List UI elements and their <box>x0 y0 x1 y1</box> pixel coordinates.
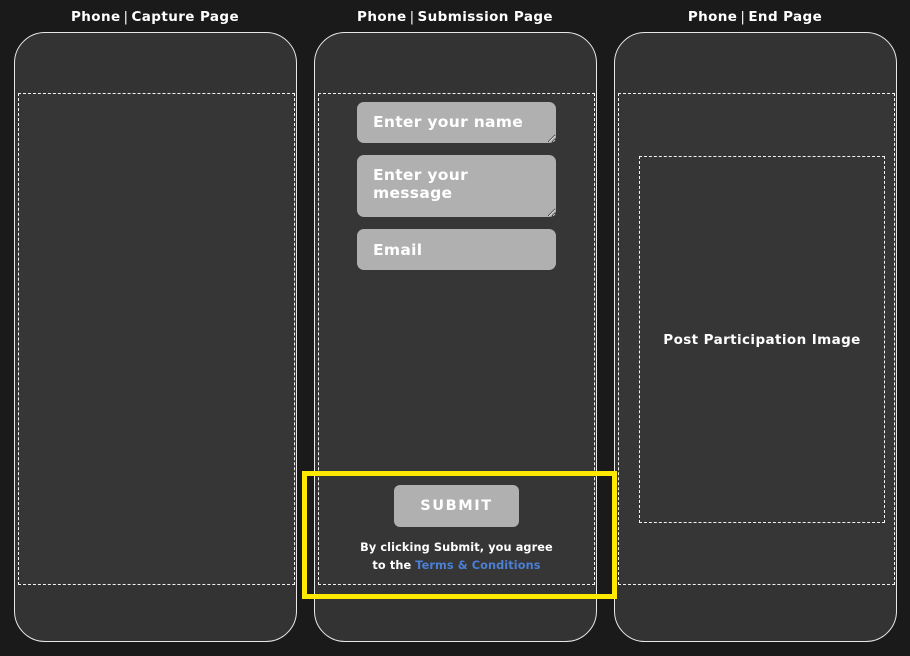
phone-screen-submission: SUBMIT By clicking Submit, you agree to … <box>318 93 595 585</box>
phone-column-end: Phone|End Page Post Participation Image <box>610 0 900 656</box>
email-input[interactable] <box>357 229 556 270</box>
phone-screen-capture <box>18 93 295 585</box>
phone-column-capture: Phone|Capture Page <box>10 0 300 656</box>
phone-header-title: End Page <box>748 9 823 25</box>
form-spacer <box>357 270 556 485</box>
phone-header-title: Capture Page <box>131 9 240 25</box>
phone-header-end: Phone|End Page <box>610 9 900 25</box>
terms-disclaimer: By clicking Submit, you agree to the Ter… <box>357 539 556 574</box>
phone-screen-end: Post Participation Image <box>618 93 895 585</box>
name-input[interactable] <box>357 102 556 143</box>
phone-header-separator: | <box>123 9 129 25</box>
phone-header-prefix: Phone <box>70 9 121 25</box>
post-participation-image-label: Post Participation Image <box>663 331 861 348</box>
phone-header-title: Submission Page <box>417 9 553 25</box>
phone-frame-capture <box>14 32 297 642</box>
phone-frame-end: Post Participation Image <box>614 32 897 642</box>
phone-header-capture: Phone|Capture Page <box>10 9 300 25</box>
message-input[interactable] <box>357 155 556 217</box>
post-participation-image-placeholder: Post Participation Image <box>639 156 885 523</box>
phone-frame-submission: SUBMIT By clicking Submit, you agree to … <box>302 32 617 642</box>
phone-header-prefix: Phone <box>357 9 407 25</box>
phone-header-submission: Phone|Submission Page <box>310 9 600 25</box>
phone-header-separator: | <box>409 9 415 25</box>
terms-and-conditions-link[interactable]: Terms & Conditions <box>415 558 541 572</box>
phone-column-submission: Phone|Submission Page SUBMIT By clicking… <box>302 0 617 656</box>
submit-button[interactable]: SUBMIT <box>394 485 519 527</box>
phone-header-separator: | <box>740 9 746 25</box>
submit-block: SUBMIT By clicking Submit, you agree to … <box>357 485 556 584</box>
terms-prefix-text: By clicking Submit, you agree to the <box>360 541 553 572</box>
phone-header-prefix: Phone <box>687 9 738 25</box>
